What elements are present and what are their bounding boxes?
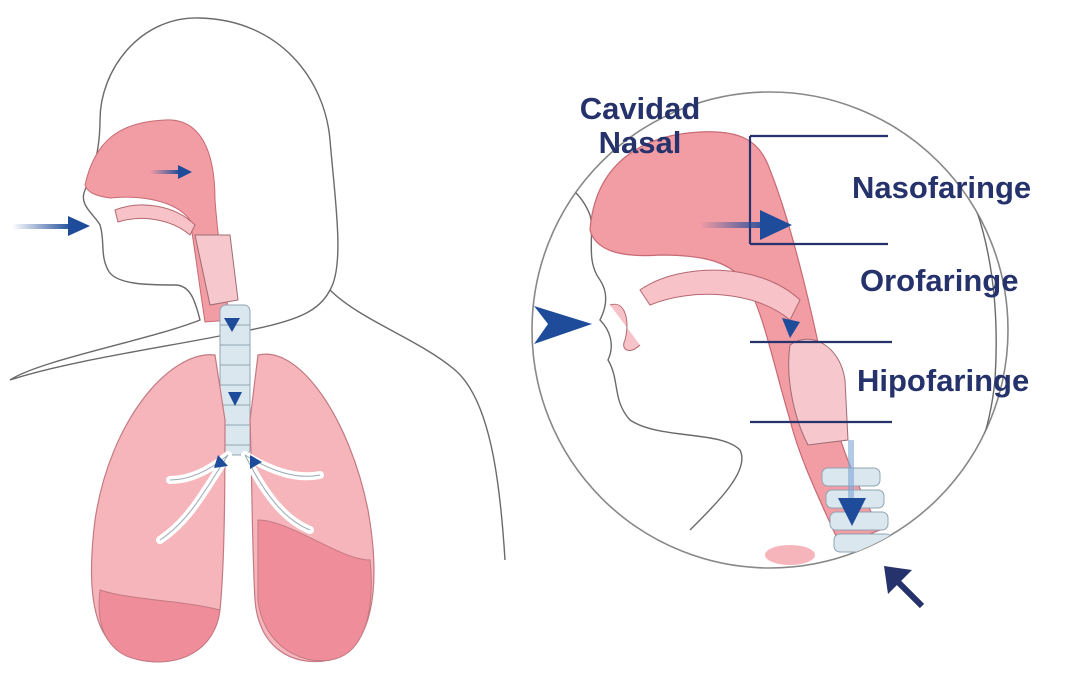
label-nasofaringe: Nasofaringe: [852, 172, 1031, 203]
label-cavidad-line1: Cavidad: [560, 92, 720, 126]
zoom-pointer-arrow-icon: [884, 566, 922, 606]
label-orofaringe: Orofaringe: [860, 265, 1018, 296]
label-cavidad-nasal: Cavidad Nasal: [560, 92, 720, 160]
zoom-circle: [530, 92, 1008, 568]
label-hipofaringe: Hipofaringe: [857, 365, 1029, 396]
label-cavidad-line2: Nasal: [560, 126, 720, 160]
airflow-arrow-icon: [12, 216, 90, 236]
